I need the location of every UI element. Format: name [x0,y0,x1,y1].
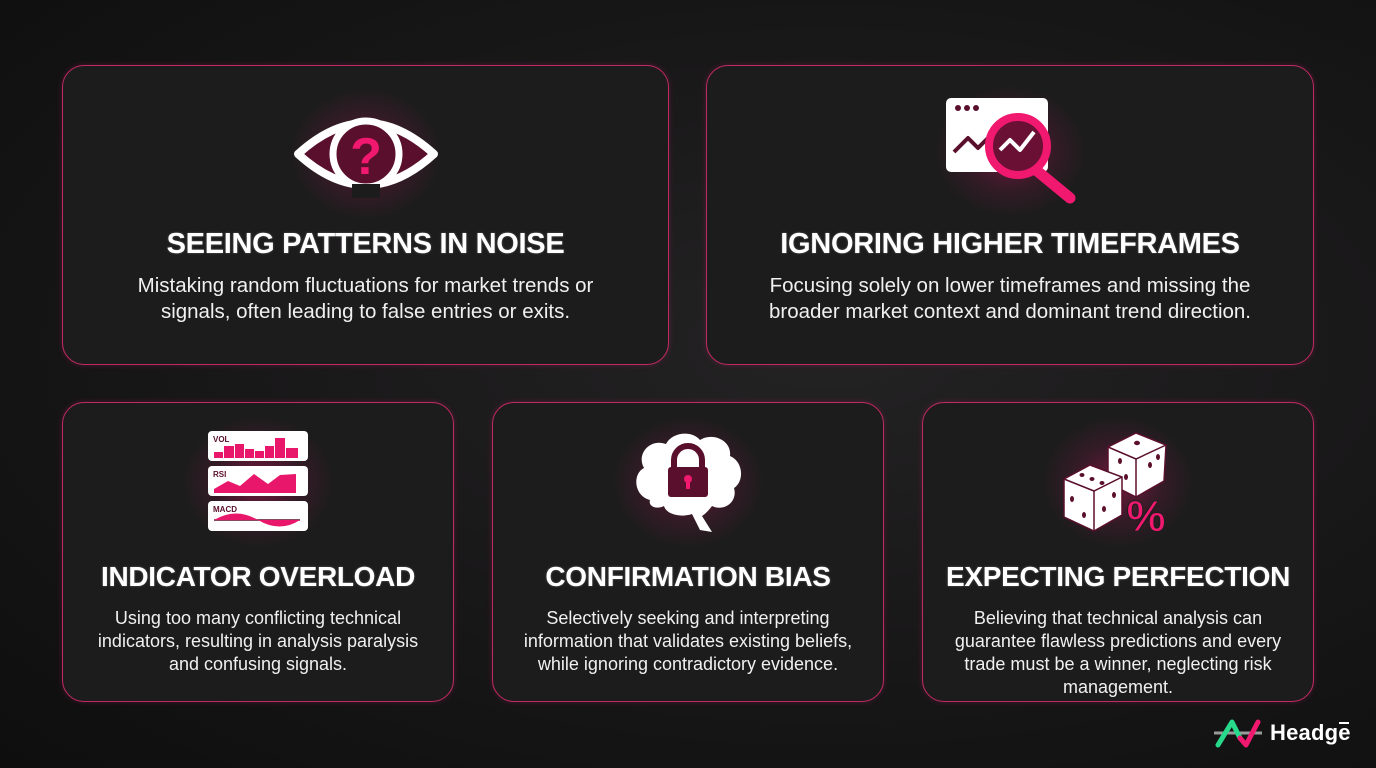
svg-text:%: % [1126,492,1165,535]
eye-question-icon: ? [286,89,446,219]
brand-logo: Headge [1214,718,1351,748]
svg-text:VOL: VOL [213,435,230,444]
card-description: Believing that technical analysis can gu… [954,608,1282,697]
card-title: INDICATOR OVERLOAD [100,561,416,592]
card-seeing-patterns-in-noise: ? SEEING PATTERNS IN NOISE Mistaking ran… [62,65,669,365]
svg-text:?: ? [350,128,382,186]
card-description: Focusing solely on lower timeframes and … [768,274,1252,323]
card-title: SEEING PATTERNS IN NOISE [166,228,565,260]
card-ignoring-higher-timeframes: IGNORING HIGHER TIMEFRAMES Focusing sole… [706,65,1314,365]
card-title: EXPECTING PERFECTION [945,561,1291,592]
dice-percent-icon: % [1043,417,1193,547]
card-description: Using too many conflicting technical ind… [97,608,419,674]
card-confirmation-bias: CONFIRMATION BIAS Selectively seeking an… [492,402,884,702]
card-description: Selectively seeking and interpreting inf… [523,608,853,674]
brain-lock-icon [613,417,763,547]
svg-text:MACD: MACD [213,505,237,514]
indicator-panels-icon: VOL RSI MACD [183,417,333,547]
card-expecting-perfection: % EXPECTING PERFECTION Believing that te… [922,402,1314,702]
card-indicator-overload: VOL RSI MACD INDICATOR OVERLOAD Using to… [62,402,454,702]
card-description: Mistaking random fluctuations for market… [137,274,594,323]
card-title: CONFIRMATION BIAS [545,561,831,592]
headge-logo-icon [1214,719,1262,748]
card-title: IGNORING HIGHER TIMEFRAMES [780,228,1240,260]
brand-name: Headge [1270,720,1351,745]
chart-magnifier-icon [930,86,1090,216]
svg-text:RSI: RSI [213,470,226,479]
